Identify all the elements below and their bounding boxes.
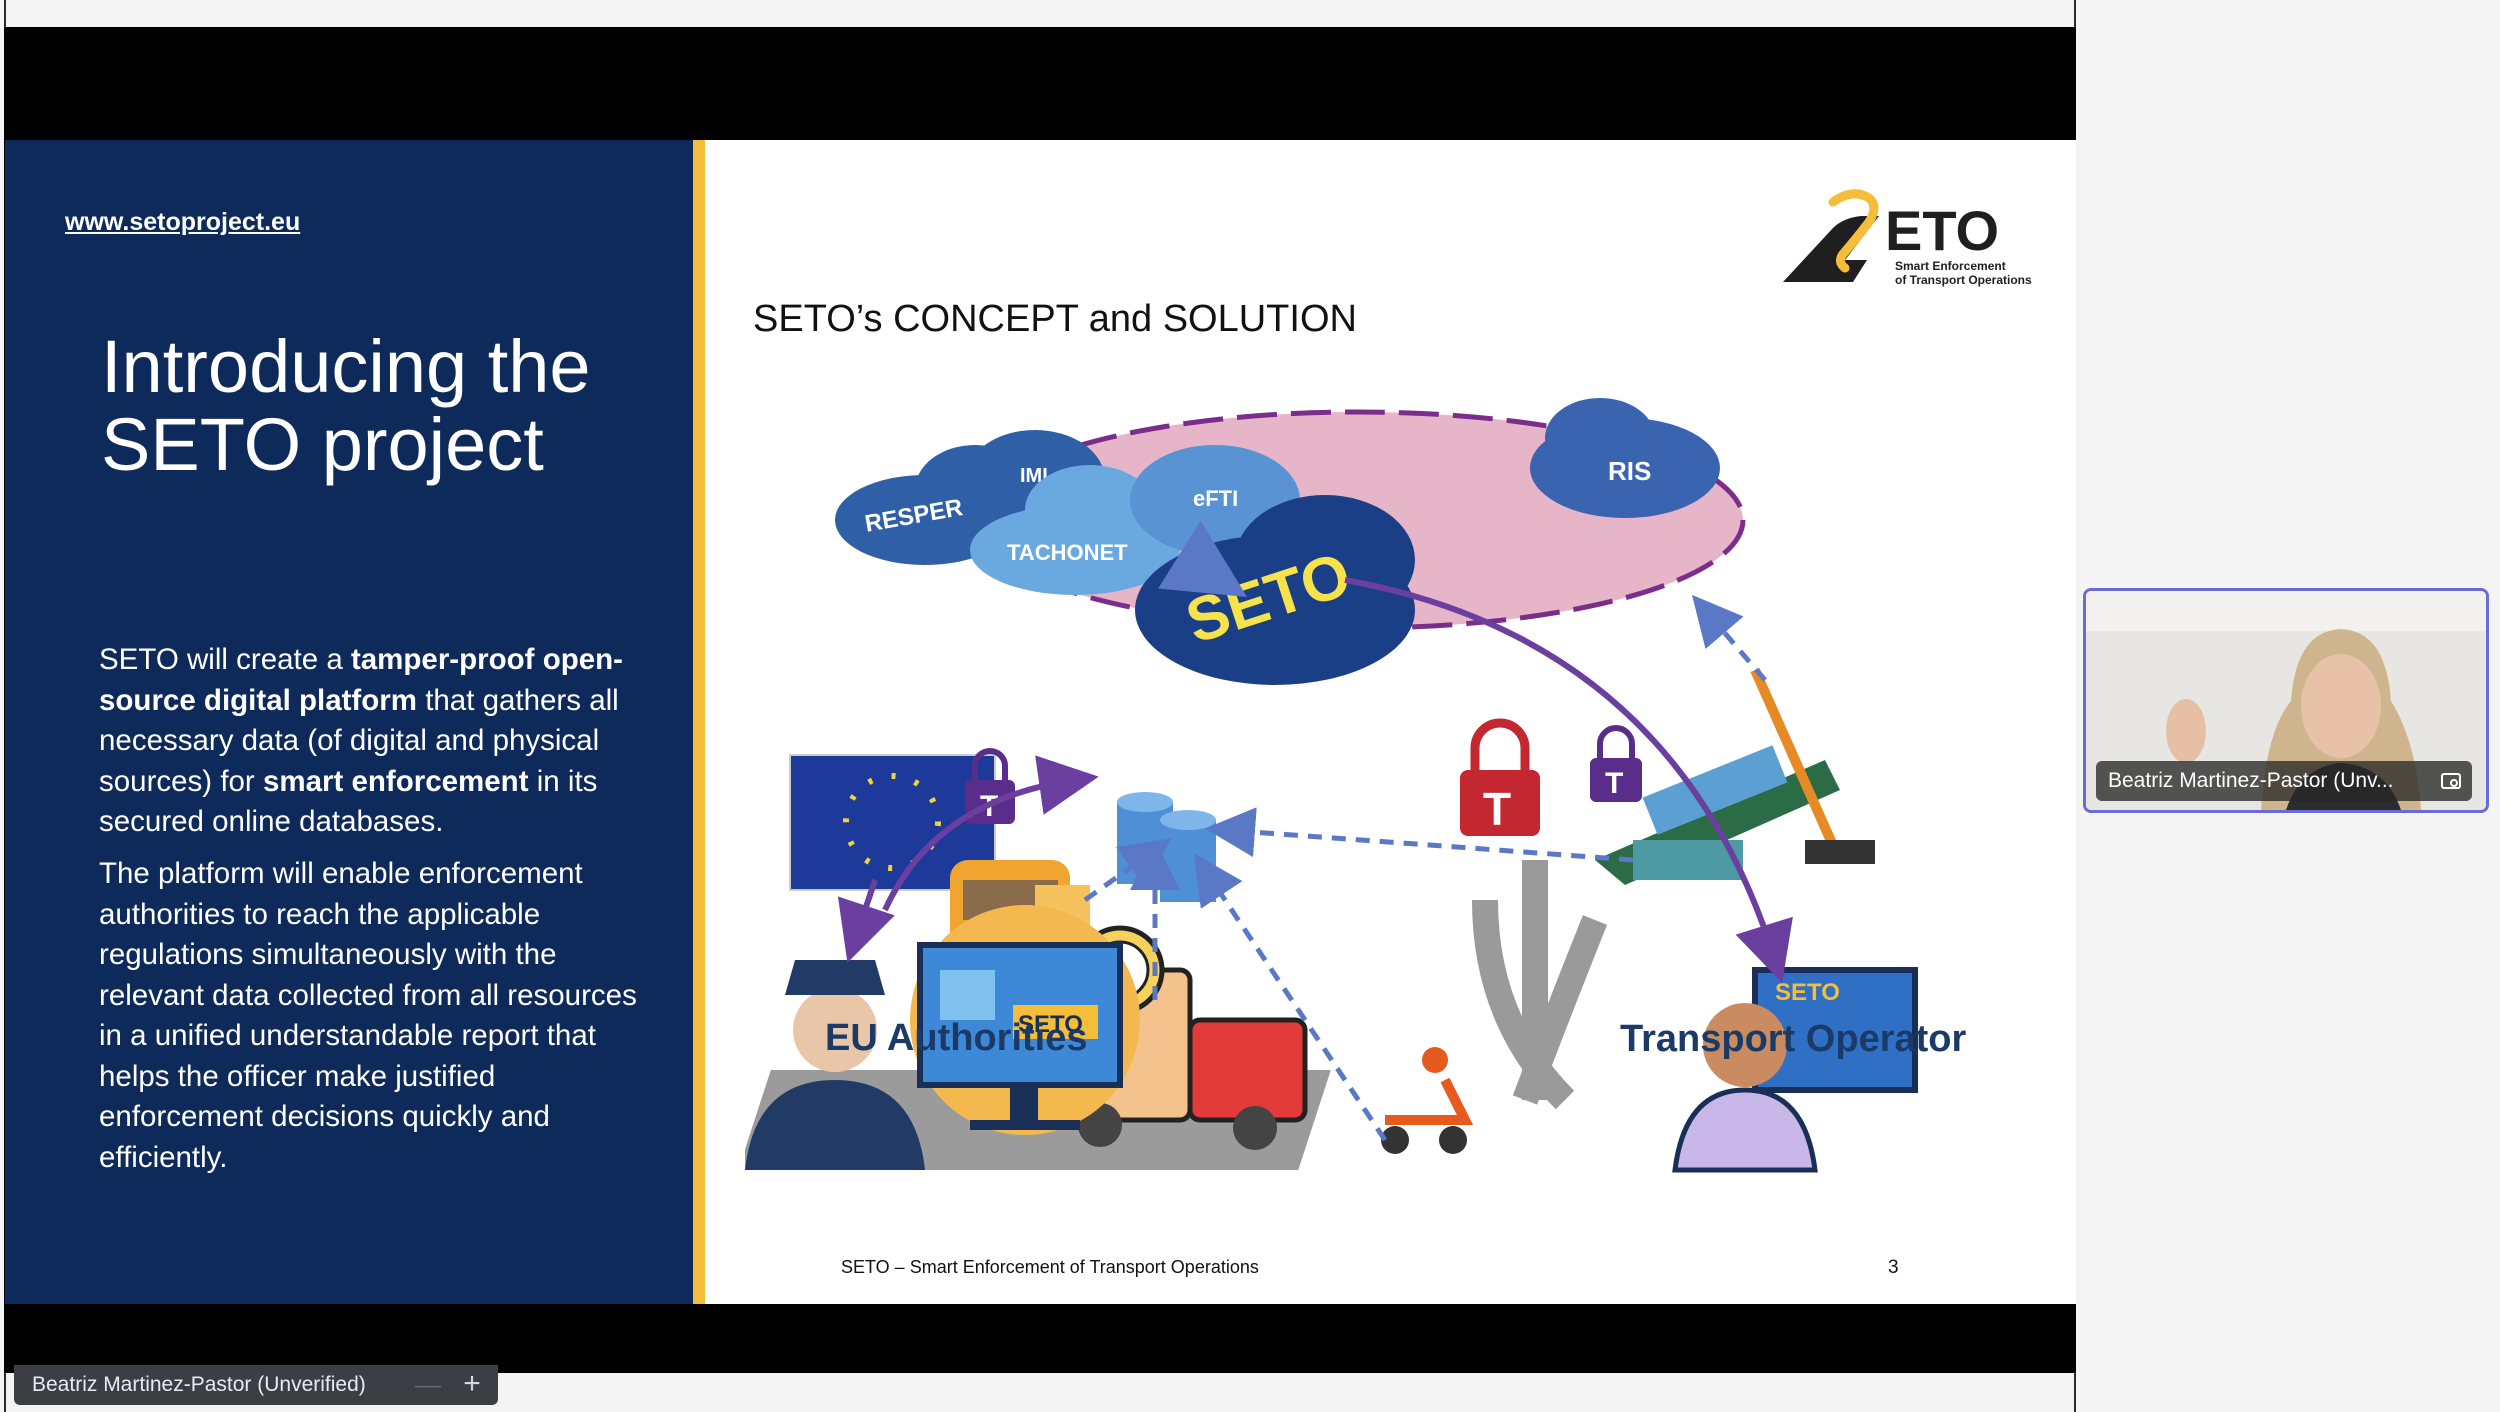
containers-icon — [1633, 840, 1743, 880]
slide-footer: SETO – Smart Enforcement of Transport Op… — [841, 1257, 1259, 1277]
operator-screen-label: SETO — [1775, 979, 1840, 1006]
intro-text-2: that gathers all necessary data (of digi… — [99, 683, 619, 798]
participant-name: Beatriz Martinez-Pastor (Unv... — [2108, 769, 2394, 792]
participant-name-bar: Beatriz Martinez-Pastor (Unv... — [2096, 761, 2472, 801]
intro-bold-1: tamper-proof open-source digital platfor… — [99, 643, 623, 717]
arrow-ship-ris — [1691, 594, 1767, 682]
seto-concept-diagram: RESPER IMI TACHONET eFTI — [745, 398, 1918, 1173]
intro-text-3: in its secured online databases. — [99, 764, 598, 839]
lock-red-letter: T — [1483, 783, 1511, 835]
shared-screen-area: www.setoproject.eu Introducing the SETO … — [4, 0, 2076, 1412]
arrow-to-authorities — [837, 879, 895, 963]
transport-operator-label: Transport Operator — [1620, 1018, 1967, 1060]
arrow-scooter-db — [1193, 853, 1388, 1142]
website-link[interactable]: www.setoproject.eu — [65, 208, 301, 236]
screen-share-icon[interactable] — [2440, 770, 2462, 792]
intro-paragraph: SETO will create a tamper-proof open-sou… — [99, 640, 639, 843]
cloud-label-ris: RIS — [1608, 456, 1651, 486]
lock-purple-letter: T — [1605, 767, 1623, 800]
arrow-cloud-operator — [1344, 577, 1793, 983]
cloud-label-tachonet: TACHONET — [1007, 540, 1128, 565]
zoom-in-button[interactable]: + — [463, 1367, 481, 1400]
concept-title: SETO’s CONCEPT and SOLUTION — [753, 298, 1357, 340]
participant-video-tile[interactable]: Beatriz Martinez-Pastor (Unv... — [2083, 588, 2489, 813]
cloud-label-efti: eFTI — [1193, 486, 1238, 511]
transport-operator-icon: SETO — [1672, 967, 1918, 1173]
police-officer-icon — [745, 960, 925, 1170]
computer-screen-icon: SETO — [910, 905, 1140, 1135]
presenter-name: Beatriz Martinez-Pastor (Unverified) — [32, 1373, 366, 1396]
road-interchange-icon — [1472, 860, 1608, 1110]
slide-page-number: 3 — [1888, 1257, 1899, 1278]
cloud-ris: RIS — [1530, 398, 1720, 518]
arrow-authorities-cloud — [882, 755, 1099, 912]
arrow-containers-db — [1205, 807, 1634, 863]
seto-logo: ETO Smart Enforcement of Transport Opera… — [1783, 189, 2032, 287]
slide-right-panel: ETO Smart Enforcement of Transport Opera… — [705, 140, 2076, 1304]
presentation-slide: www.setoproject.eu Introducing the SETO … — [5, 140, 2076, 1304]
database-icon — [1117, 792, 1216, 902]
logo-tagline-2: of Transport Operations — [1895, 273, 2032, 287]
lock-purple-icon: T — [1590, 725, 1642, 802]
zoom-out-button[interactable]: — — [415, 1369, 441, 1399]
logo-tagline-1: Smart Enforcement — [1895, 259, 2006, 273]
slide-heading: Introducing the SETO project — [101, 325, 591, 486]
scooter-icon — [1381, 1047, 1474, 1154]
eu-authorities-label: EU Authorities — [825, 1017, 1088, 1059]
logo-wordmark: ETO — [1885, 199, 1999, 262]
presenter-name-chip[interactable]: Beatriz Martinez-Pastor (Unverified) — + — [14, 1365, 498, 1405]
platform-paragraph: The platform will enable enforcement aut… — [99, 857, 637, 1174]
screen-seto-label: SETO — [1018, 1011, 1083, 1038]
intro-text-1: SETO will create a — [99, 643, 351, 676]
intro-bold-2: smart enforcement — [262, 764, 529, 798]
cloud-tachonet: TACHONET — [970, 465, 1180, 595]
lock-red-icon: T — [1460, 718, 1540, 836]
accent-divider — [693, 140, 705, 1304]
slide-left-panel: www.setoproject.eu Introducing the SETO … — [5, 140, 693, 1304]
exchange-arrow-icon — [1158, 520, 1248, 597]
